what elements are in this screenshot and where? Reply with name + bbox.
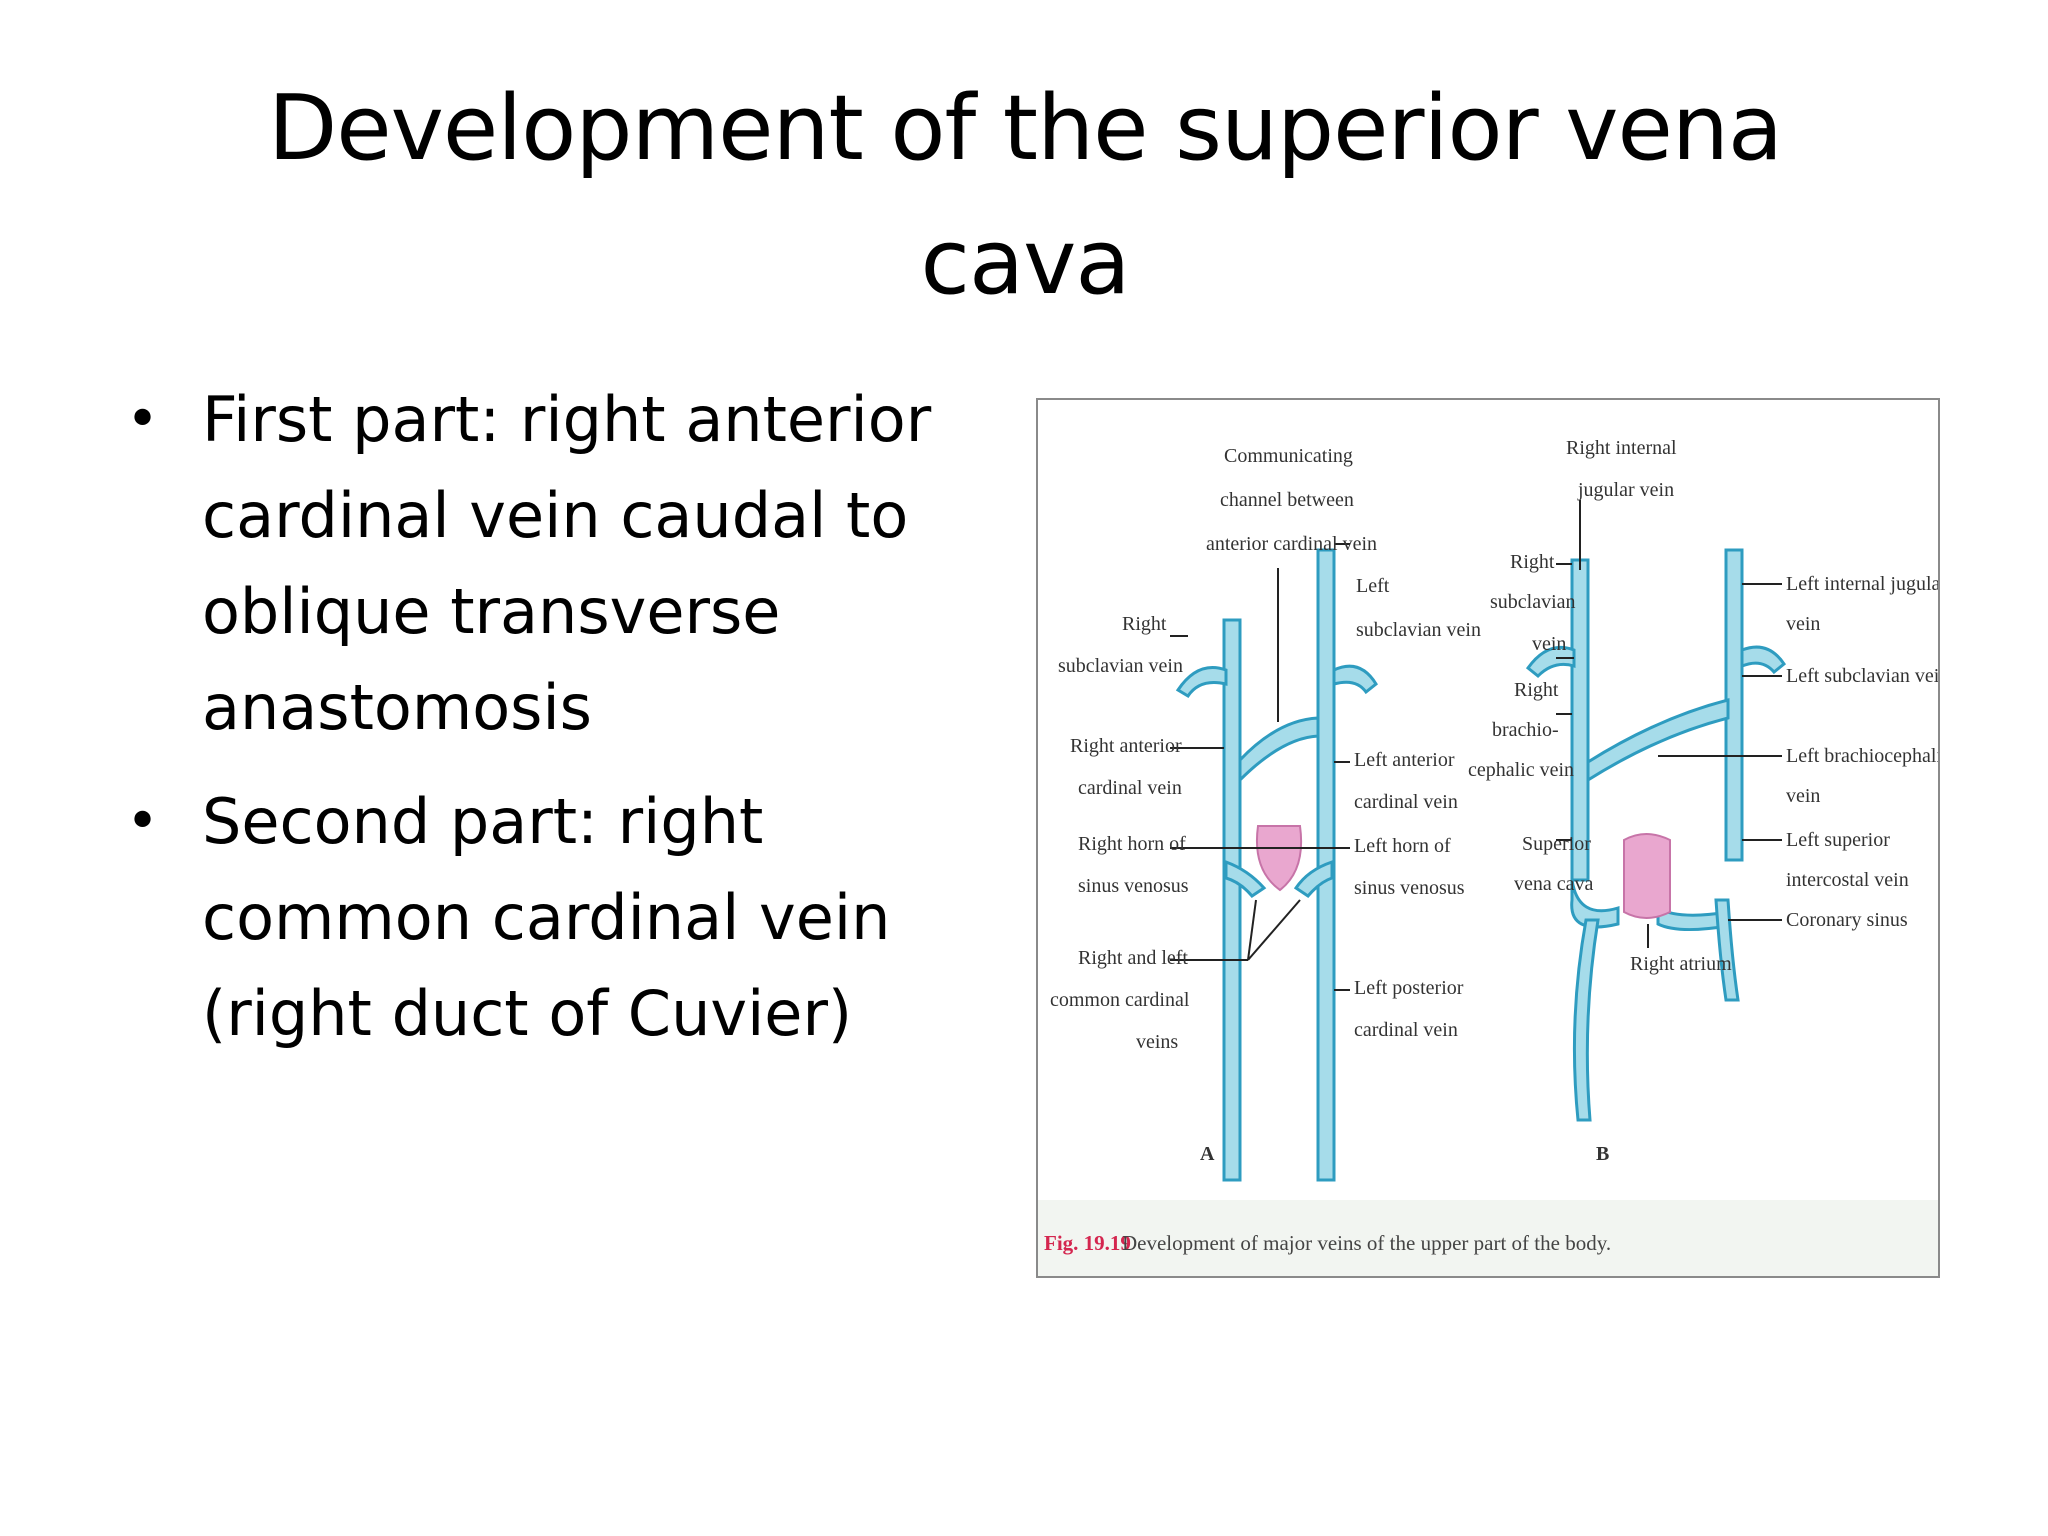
label-left-subclavian: Left: [1356, 575, 1390, 597]
bullet-list: • First part: right anterior cardinal ve…: [118, 372, 998, 1080]
sinus-venosus-a: [1256, 825, 1303, 892]
panel-b-labels: Right internal jugular vein Right subcla…: [1468, 437, 1938, 1165]
label-left-internal-jugular: Left internal jugular: [1786, 573, 1938, 595]
label-left-brachiocephalic: Left brachiocephalic: [1786, 745, 1938, 767]
svc-curve: [1570, 879, 1620, 929]
label-communicating: anterior cardinal vein: [1206, 533, 1377, 555]
right-cardinal-vein: [1222, 618, 1242, 1182]
label-left-superior-intercostal: intercostal vein: [1786, 869, 1909, 891]
right-subclavian-arc: [1175, 666, 1228, 699]
label-common-cardinal: veins: [1136, 1031, 1178, 1053]
diagram-svg: Fig. 19.19 Development of major veins of…: [1038, 437, 1938, 1276]
left-brachiocephalic-b: [1586, 698, 1730, 783]
label-communicating: channel between: [1220, 489, 1354, 511]
bullet-dot: •: [126, 789, 160, 854]
label-common-cardinal: Right and left: [1078, 947, 1188, 969]
label-right-internal-jugular: Right internal: [1566, 437, 1677, 459]
bullet-dot: •: [126, 387, 160, 452]
panel-a-letter: A: [1200, 1143, 1215, 1165]
panel-b-leaders: [1556, 500, 1782, 948]
panel-a-labels: Communicating channel between anterior c…: [1050, 445, 1481, 1165]
label-superior-vena-cava: vena cava: [1514, 873, 1594, 895]
label-right-subclavian-b: subclavian: [1490, 591, 1576, 613]
label-left-horn: sinus venosus: [1354, 877, 1465, 899]
label-right-subclavian: Right: [1122, 613, 1167, 635]
label-superior-vena-cava: Superior: [1522, 833, 1591, 855]
label-right-brachiocephalic: cephalic vein: [1468, 759, 1574, 781]
slide-title: Development of the superior vena cava: [267, 76, 1783, 315]
label-right-horn: sinus venosus: [1078, 875, 1189, 897]
label-right-subclavian-b: Right: [1510, 551, 1555, 573]
label-left-superior-intercostal: Left superior: [1786, 829, 1890, 851]
caption-text: Development of major veins of the upper …: [1122, 1231, 1611, 1255]
panel-a-leaders: [1170, 543, 1350, 991]
label-left-posterior: cardinal vein: [1354, 1019, 1458, 1041]
label-right-anterior: Right anterior: [1070, 735, 1182, 757]
left-posterior-b: [1714, 898, 1740, 1002]
label-communicating: Communicating: [1224, 445, 1353, 467]
caption-band: [1038, 1200, 1938, 1276]
label-left-subclavian: subclavian vein: [1356, 619, 1481, 641]
communicating-channel: [1238, 716, 1320, 784]
bullet-text: Second part: right common cardinal vein …: [202, 785, 891, 1050]
left-subclavian-arc: [1332, 664, 1378, 695]
label-coronary-sinus: Coronary sinus: [1786, 909, 1908, 931]
bullet-item: • Second part: right common cardinal vei…: [118, 774, 998, 1062]
label-right-subclavian: subclavian vein: [1058, 655, 1183, 677]
label-left-brachiocephalic: vein: [1786, 785, 1820, 807]
label-left-anterior: cardinal vein: [1354, 791, 1458, 813]
bullet-item: • First part: right anterior cardinal ve…: [118, 372, 998, 756]
right-atrium-b: [1623, 833, 1671, 919]
right-subclavian-b: [1525, 645, 1576, 679]
label-right-internal-jugular: jugular vein: [1577, 479, 1674, 501]
label-right-brachiocephalic: Right: [1514, 679, 1559, 701]
label-right-atrium: Right atrium: [1630, 953, 1732, 975]
left-subclavian-b: [1740, 645, 1787, 675]
label-right-subclavian-b: vein: [1532, 633, 1566, 655]
label-left-horn: Left horn of: [1354, 835, 1451, 857]
label-right-brachiocephalic: brachio-: [1492, 719, 1559, 741]
caption-figure-number: Fig. 19.19: [1044, 1231, 1131, 1255]
label-left-subclavian-b: Left subclavian vein: [1786, 665, 1938, 687]
left-common-cardinal: [1293, 859, 1334, 898]
label-left-internal-jugular: vein: [1786, 613, 1820, 635]
bullet-text: First part: right anterior cardinal vein…: [202, 383, 932, 744]
label-left-anterior: Left anterior: [1354, 749, 1455, 771]
label-common-cardinal: common cardinal: [1050, 989, 1190, 1011]
vein-development-figure: Fig. 19.19 Development of major veins of…: [1036, 398, 1940, 1278]
label-right-horn: Right horn of: [1078, 833, 1186, 855]
label-right-anterior: cardinal vein: [1078, 777, 1182, 799]
panel-b-letter: B: [1596, 1143, 1609, 1165]
ivc-b: [1572, 918, 1600, 1122]
panel-b-veins: [1525, 548, 1787, 1122]
label-left-posterior: Left posterior: [1354, 977, 1464, 999]
panel-a-veins: [1175, 548, 1378, 1182]
right-common-cardinal: [1224, 859, 1267, 898]
